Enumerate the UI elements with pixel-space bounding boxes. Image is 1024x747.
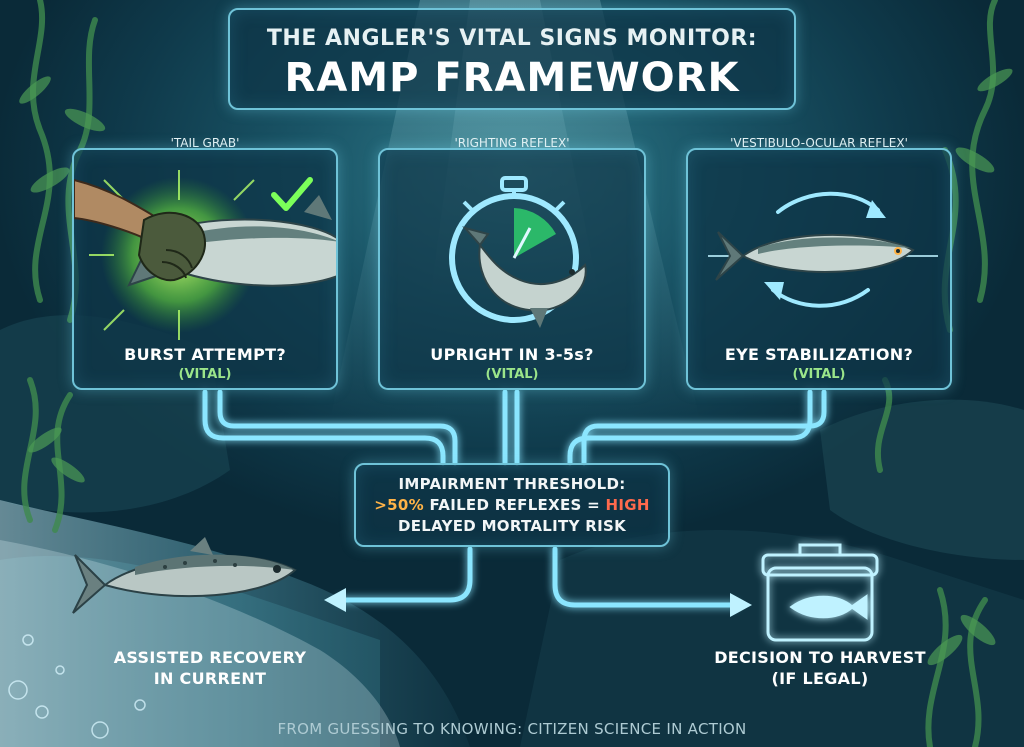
card-righting-reflex: UPRIGHT IN 3-5s? (VITAL) <box>378 148 646 390</box>
outcome-assisted-recovery: ASSISTED RECOVERY IN CURRENT <box>90 647 330 689</box>
card-status-vital: (VITAL) <box>792 367 846 382</box>
flow-connectors <box>202 389 827 608</box>
outcome-left-line2: IN CURRENT <box>153 669 267 688</box>
impairment-threshold-panel: IMPAIRMENT THRESHOLD: >50% FAILED REFLEX… <box>354 463 670 547</box>
card-vestibulo-ocular-reflex: EYE STABILIZATION? (VITAL) <box>686 148 952 390</box>
card-tag-righting-reflex: 'RIGHTING REFLEX' <box>454 136 570 150</box>
outcome-decision-harvest: DECISION TO HARVEST (IF LEGAL) <box>700 647 940 689</box>
threshold-risk: DELAYED MORTALITY RISK <box>397 517 627 535</box>
arrow-right-icon <box>730 593 752 617</box>
card-question-upright: UPRIGHT IN 3-5s? <box>430 345 594 364</box>
check-icon <box>271 177 313 211</box>
title-main: RAMP FRAMEWORK <box>284 55 740 101</box>
cooler-harvest-icon <box>761 543 879 642</box>
threshold-rule-text: FAILED REFLEXES = <box>423 496 606 514</box>
card-question-eye: EYE STABILIZATION? <box>724 345 914 364</box>
footer-tagline: FROM GUESSING TO KNOWING: CITIZEN SCIENC… <box>277 720 747 738</box>
threshold-high: HIGH <box>605 496 650 514</box>
title-panel: THE ANGLER'S VITAL SIGNS MONITOR: RAMP F… <box>228 8 796 110</box>
rotate-arrow-icon <box>764 282 784 300</box>
card-status-vital: (VITAL) <box>485 367 539 382</box>
arrow-left-icon <box>324 588 346 612</box>
card-tail-grab: BURST ATTEMPT? (VITAL) <box>72 148 338 390</box>
outcome-right-line1: DECISION TO HARVEST <box>714 648 926 667</box>
threshold-rule: >50% FAILED REFLEXES = HIGH <box>356 496 668 514</box>
hand-grabbing-fish-tail-icon <box>74 170 336 340</box>
card-tag-tail-grab: 'TAIL GRAB' <box>170 136 240 150</box>
rotate-arrow-icon <box>866 200 886 218</box>
threshold-percent: >50% <box>374 496 424 514</box>
outcome-right-line2: (IF LEGAL) <box>771 669 869 688</box>
card-question-burst: BURST ATTEMPT? <box>124 345 286 364</box>
card-tag-vor: 'VESTIBULO-OCULAR REFLEX' <box>730 136 908 150</box>
card-status-vital: (VITAL) <box>178 367 232 382</box>
stopwatch-fish-icon <box>449 176 587 328</box>
title-subtitle: THE ANGLER'S VITAL SIGNS MONITOR: <box>266 26 758 51</box>
outcome-left-line1: ASSISTED RECOVERY <box>113 648 307 667</box>
rotating-fish-eye-icon <box>708 191 938 308</box>
threshold-heading: IMPAIRMENT THRESHOLD: <box>398 475 626 493</box>
recovery-fish-icon <box>72 537 297 614</box>
